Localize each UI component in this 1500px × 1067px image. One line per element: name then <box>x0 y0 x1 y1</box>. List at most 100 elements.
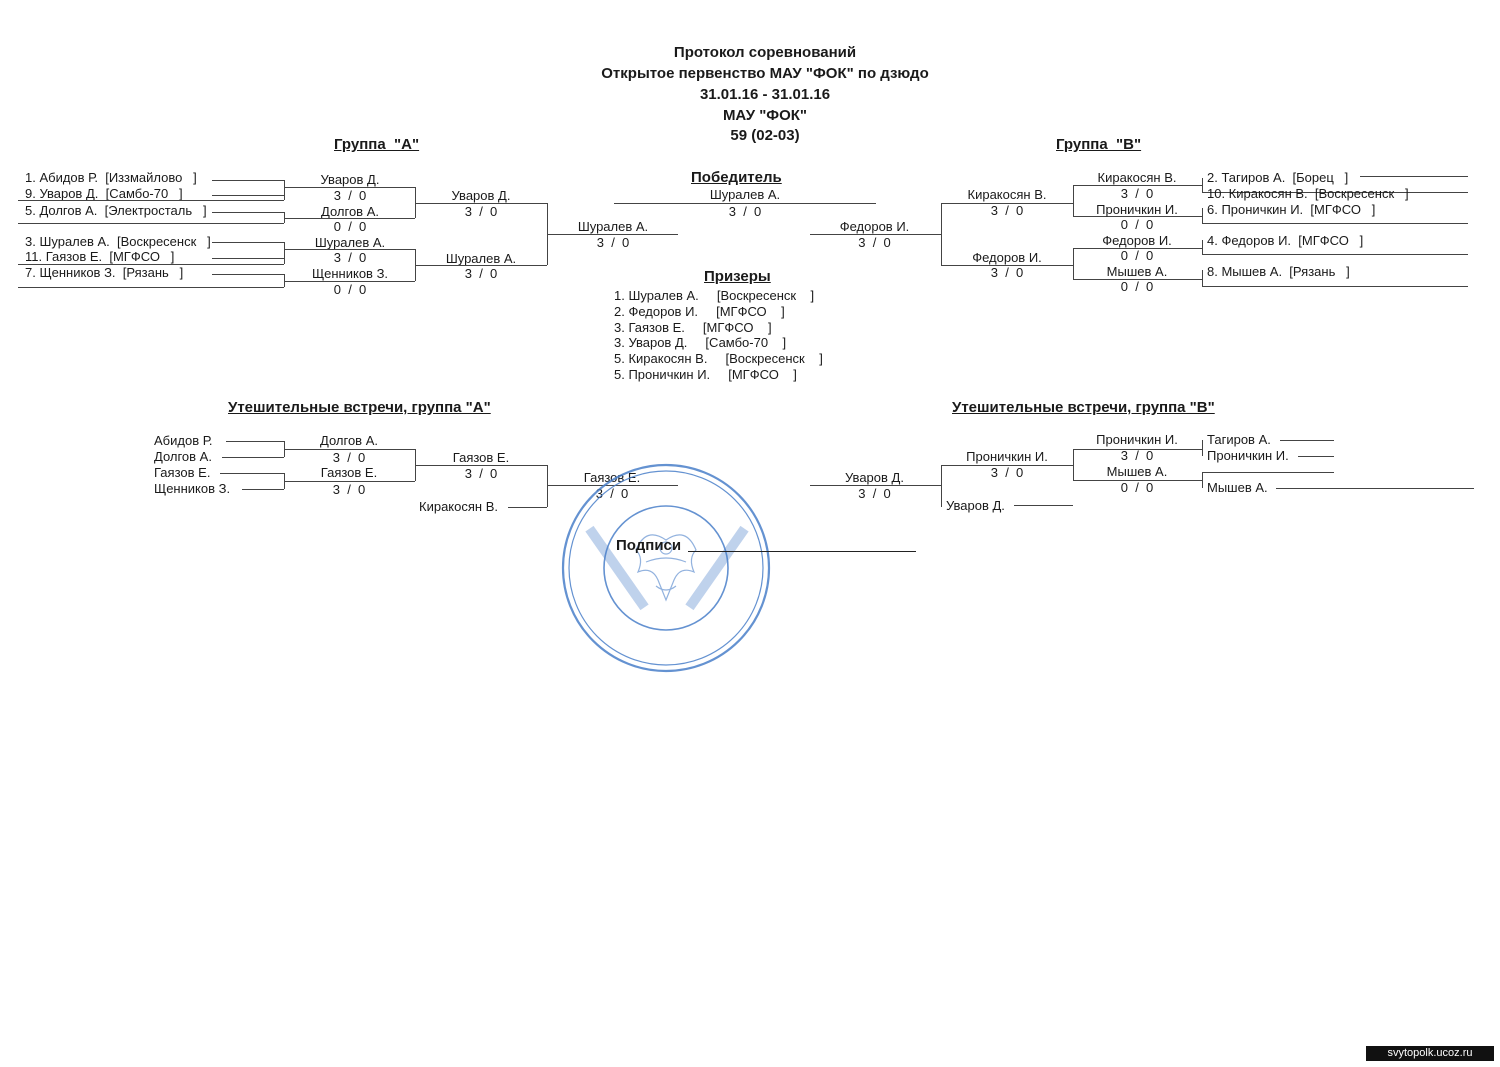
bracket-line <box>1202 472 1334 473</box>
bracket-line <box>1073 248 1074 279</box>
bracket-line <box>941 465 1073 466</box>
bracket-line <box>284 274 285 287</box>
title-line-2: Открытое первенство МАУ "ФОК" по дзюдо <box>601 65 929 82</box>
group-a-r1-score: 0 / 0 <box>333 219 367 234</box>
group-b-r1-name: Проничкин И. <box>1096 202 1178 217</box>
prize-item: 1. Шуралев А. [Воскресенск ] <box>614 288 815 303</box>
prize-item: 5. Киракосян В. [Воскресенск ] <box>614 351 823 366</box>
bracket-line <box>1073 185 1074 216</box>
group-b-r2-score: 3 / 0 <box>990 203 1024 218</box>
bracket-line <box>1202 192 1468 193</box>
cons-a-r1-name: Гаязов Е. <box>320 465 378 480</box>
signature-line <box>688 551 916 552</box>
bracket-line <box>1202 208 1203 223</box>
group-b-entrant: 6. Проничкин И. [МГФСО ] <box>1207 202 1376 217</box>
eagle-emblem-icon <box>635 534 697 602</box>
bracket-line <box>941 203 1073 204</box>
prize-item: 3. Гаязов Е. [МГФСО ] <box>614 320 772 335</box>
cons-b-entrant: Мышев А. <box>1207 480 1268 495</box>
bracket-line <box>547 234 678 235</box>
cons-b-r2-name: Проничкин И. <box>966 449 1048 464</box>
official-stamp <box>561 463 771 673</box>
bracket-line <box>1073 449 1074 480</box>
group-a-entrant: 5. Долгов А. [Электросталь ] <box>25 203 207 218</box>
cons-a-entrant: Щенников З. <box>154 481 231 496</box>
bracket-line <box>284 481 415 482</box>
cons-a-entrant: Гаязов Е. <box>154 465 211 480</box>
cons-a-final-score: 3 / 0 <box>595 486 629 501</box>
consolation-b-title: Утешительные встречи, группа "В" <box>952 399 1215 416</box>
cons-b-final-name: Уваров Д. <box>845 470 904 485</box>
prize-item: 5. Проничкин И. [МГФСО ] <box>614 367 797 382</box>
bracket-line <box>284 180 285 200</box>
bracket-line <box>284 249 415 250</box>
bracket-line <box>415 265 547 266</box>
title-line-1: Протокол соревнований <box>673 44 857 61</box>
bracket-line <box>941 265 1073 266</box>
bracket-line <box>1202 270 1203 286</box>
group-b-r2-name: Федоров И. <box>972 250 1042 265</box>
bracket-line <box>941 203 942 265</box>
group-a-entrant: 1. Абидов Р. [Иззмайлово ] <box>25 170 197 185</box>
consolation-a-title: Утешительные встречи, группа "А" <box>228 399 491 416</box>
bracket-line <box>1073 216 1202 217</box>
bracket-line <box>547 465 548 507</box>
group-a-r1-name: Долгов А. <box>321 204 379 219</box>
group-a-r2-score: 3 / 0 <box>464 204 498 219</box>
cons-a-r1-score: 3 / 0 <box>332 482 366 497</box>
cons-b-r1-name: Мышев А. <box>1106 464 1168 479</box>
bracket-line <box>547 485 678 486</box>
bracket-line <box>284 187 415 188</box>
cons-b-final-score: 3 / 0 <box>858 486 891 501</box>
bracket-line <box>1202 286 1468 287</box>
bracket-line <box>1280 440 1334 441</box>
bracket-line <box>18 264 284 265</box>
bracket-line <box>1276 488 1474 489</box>
cons-a-r2-score: 3 / 0 <box>464 466 498 481</box>
bracket-line <box>284 218 415 219</box>
group-b-r1-score: 0 / 0 <box>1120 217 1154 232</box>
title-line-3: 31.01.16 - 31.01.16 <box>699 86 831 103</box>
bracket-line <box>1073 279 1202 280</box>
group-b-r2-name: Киракосян В. <box>967 187 1047 202</box>
group-a-r2-score: 3 / 0 <box>464 266 498 281</box>
bracket-line <box>212 212 284 213</box>
group-a-final-name: Шуралев А. <box>577 219 649 234</box>
group-a-entrant: 7. Щенников З. [Рязань ] <box>25 265 184 280</box>
bracket-line <box>284 212 285 223</box>
group-a-r1-score: 0 / 0 <box>333 282 367 297</box>
bracket-line <box>1298 456 1334 457</box>
bracket-line <box>1073 449 1202 450</box>
bracket-line <box>1202 240 1203 254</box>
group-a-r2-name: Уваров Д. <box>451 188 511 203</box>
cons-a-r1-name: Долгов А. <box>320 433 378 448</box>
cons-b-entrant: Тагиров А. <box>1207 432 1271 447</box>
cons-a-entrant: Абидов Р. <box>154 433 213 448</box>
bracket-line <box>212 180 284 181</box>
bracket-line <box>1202 254 1468 255</box>
winner-line <box>614 203 876 204</box>
group-a-r1-score: 3 / 0 <box>333 250 367 265</box>
bracket-line <box>284 449 415 450</box>
title-line-4: МАУ "ФОК" <box>722 107 808 124</box>
cons-b-r2-score: 3 / 0 <box>990 465 1024 480</box>
bracket-line <box>212 258 284 259</box>
bracket-line <box>212 195 284 196</box>
bracket-line <box>212 274 284 275</box>
cons-b-r1-name: Проничкин И. <box>1096 432 1178 447</box>
group-b-r1-name: Мышев А. <box>1106 264 1168 279</box>
bracket-line <box>284 281 415 282</box>
group-b-entrant: 8. Мышев А. [Рязань ] <box>1207 264 1350 279</box>
group-a-entrant: 11. Гаязов Е. [МГФСО ] <box>25 249 175 264</box>
group-a-title: Группа "А" <box>334 136 420 153</box>
group-a-r2-name: Шуралев А. <box>445 251 517 266</box>
group-b-entrant: 4. Федоров И. [МГФСО ] <box>1207 233 1364 248</box>
cons-a-r2-name: Гаязов Е. <box>452 450 510 465</box>
group-b-r1-score: 0 / 0 <box>1120 279 1154 294</box>
bracket-line <box>1073 248 1202 249</box>
group-b-r2-score: 3 / 0 <box>990 265 1024 280</box>
group-b-entrant: 2. Тагиров А. [Борец ] <box>1207 170 1349 185</box>
cons-a-r1-score: 3 / 0 <box>332 450 366 465</box>
bracket-line <box>242 489 284 490</box>
group-a-r1-name: Щенников З. <box>311 266 389 281</box>
